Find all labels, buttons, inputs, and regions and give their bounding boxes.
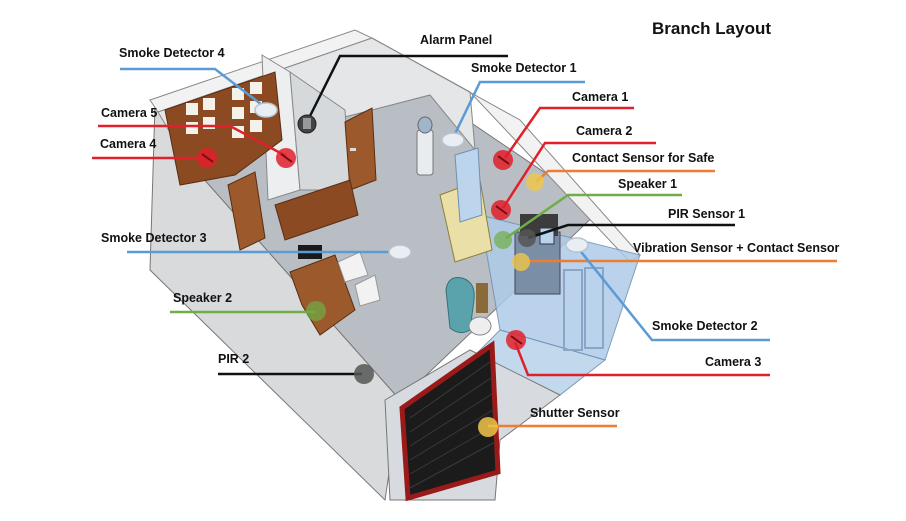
smoke-detector-3-marker <box>388 244 412 260</box>
leader-camera3 <box>513 341 770 377</box>
glass-door-1 <box>563 269 583 351</box>
label-camera-4: Camera 4 <box>100 137 157 151</box>
speaker-2-marker <box>306 301 326 321</box>
label-speaker-1: Speaker 1 <box>618 177 678 191</box>
shutter-slats <box>409 361 496 489</box>
label-smoke-detector-4: Smoke Detector 4 <box>119 46 225 60</box>
smoke-detector-2-marker <box>565 237 589 253</box>
workstation-desk <box>289 254 356 336</box>
back-door <box>344 107 377 191</box>
leader-smoke2 <box>577 247 770 342</box>
side-cabinet <box>476 283 488 313</box>
label-camera-2: Camera 2 <box>576 124 633 138</box>
door-handle <box>350 148 356 151</box>
smoke-detector-1-marker <box>441 132 465 148</box>
left-door <box>227 171 266 251</box>
leader-camera1 <box>503 106 634 159</box>
leader-pir1 <box>527 223 735 240</box>
water-bottle <box>417 116 433 134</box>
furniture <box>164 71 604 502</box>
label-vibration-contact-sensor: Vibration Sensor + Contact Sensor <box>633 241 840 255</box>
label-contact-sensor-safe: Contact Sensor for Safe <box>572 151 715 165</box>
label-camera-1: Camera 1 <box>572 90 629 104</box>
pir-2-marker <box>354 364 374 384</box>
label-smoke-detector-2: Smoke Detector 2 <box>652 319 758 333</box>
label-pir-2: PIR 2 <box>218 352 250 366</box>
leader-camera2 <box>501 141 656 209</box>
label-camera-5: Camera 5 <box>101 106 158 120</box>
diagram-title: Branch Layout <box>652 19 772 38</box>
speaker-1-marker <box>494 231 512 249</box>
label-pir-sensor-1: PIR Sensor 1 <box>668 207 746 221</box>
vibration-contact-sensor-marker <box>512 253 530 271</box>
leader-alarm <box>306 54 508 121</box>
leader-camera5 <box>98 124 287 158</box>
camera-glyphs <box>201 153 523 345</box>
label-smoke-detector-3: Smoke Detector 3 <box>101 231 207 245</box>
alarm-panel-icon <box>303 118 311 129</box>
label-smoke-detector-1: Smoke Detector 1 <box>471 61 577 75</box>
pir-sensor-1-marker <box>518 229 536 247</box>
armchair <box>445 277 475 334</box>
label-camera-3: Camera 3 <box>705 355 762 369</box>
desk <box>274 179 359 241</box>
shutter-sensor-marker <box>478 417 498 437</box>
contact-sensor-safe-marker <box>526 173 544 191</box>
teller-partition <box>454 147 483 223</box>
shutter <box>399 340 501 502</box>
sensor-markers <box>197 102 589 437</box>
leader-smoke4 <box>120 67 267 109</box>
water-cooler <box>416 129 434 176</box>
chair-2 <box>354 274 381 307</box>
chair-1 <box>337 251 369 283</box>
label-speaker-2: Speaker 2 <box>173 291 233 305</box>
leader-smoke1 <box>451 80 585 139</box>
leader-lines <box>92 54 837 428</box>
round-table <box>468 316 492 336</box>
label-alarm-panel: Alarm Panel <box>420 33 493 47</box>
smoke-detector-4-marker <box>254 102 278 118</box>
label-shutter-sensor: Shutter Sensor <box>530 406 620 420</box>
leader-speaker1 <box>505 193 682 240</box>
